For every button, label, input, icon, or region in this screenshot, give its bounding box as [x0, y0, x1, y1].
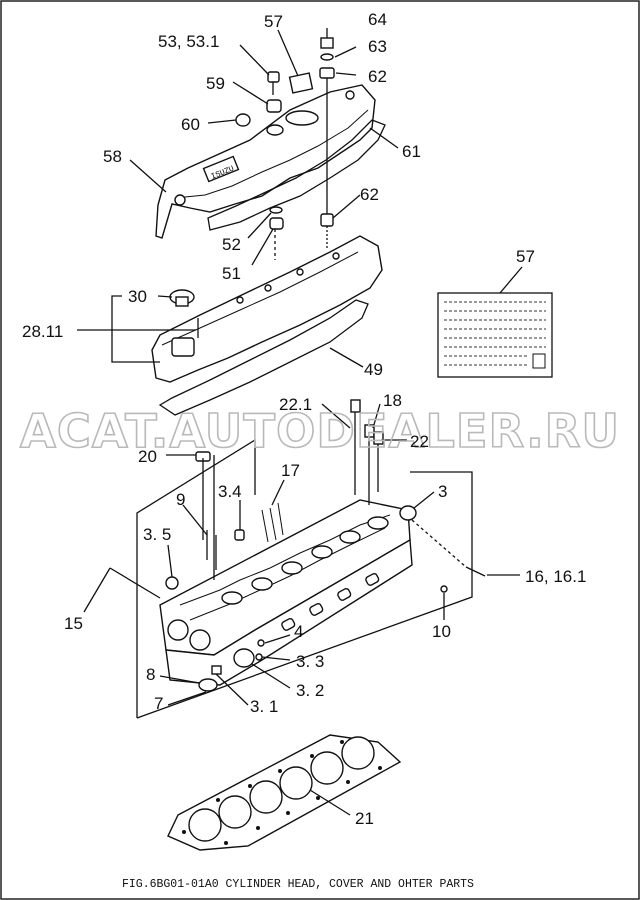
stud-16 [465, 566, 486, 577]
stud-15 [109, 567, 161, 599]
callout-61: 61 [402, 142, 421, 161]
callout-51: 51 [222, 264, 241, 283]
callout-64: 64 [368, 10, 387, 29]
cylinder-head [136, 438, 473, 719]
plug-3-4 [234, 529, 245, 541]
cup-8 [198, 678, 218, 692]
callout-3: 3 [438, 482, 447, 501]
plug-4 [257, 639, 265, 647]
callout-20: 20 [138, 447, 157, 466]
callout-57-card: 57 [516, 247, 535, 266]
callout-17: 17 [281, 461, 300, 480]
cover-gasket [207, 119, 386, 231]
callout-62-mid: 62 [360, 185, 379, 204]
callout-57-top: 57 [264, 12, 283, 31]
plug-3-1 [211, 665, 222, 675]
head-gasket [167, 734, 402, 851]
plug-10 [440, 585, 448, 593]
callout-30: 30 [128, 287, 147, 306]
callout-21: 21 [355, 809, 374, 828]
leader-lines [77, 28, 523, 816]
callout-52: 52 [222, 235, 241, 254]
head-bolts [350, 399, 384, 505]
callout-59: 59 [206, 74, 225, 93]
nut-stack [319, 37, 335, 248]
washer-52 [269, 206, 283, 214]
callout-10: 10 [432, 622, 451, 641]
bolt-53 [267, 71, 280, 83]
callout-3-3: 3. 3 [296, 652, 324, 671]
callout-7: 7 [154, 694, 163, 713]
callout-3-2: 3. 2 [296, 681, 324, 700]
label-57-small [288, 72, 314, 94]
grommet-59 [266, 99, 282, 113]
callout-3-1: 3. 1 [250, 697, 278, 716]
figure-caption: FIG.6BG01-01A0 CYLINDER HEAD, COVER AND … [122, 878, 474, 891]
rocker-cover: ISUZU [155, 84, 376, 239]
callout-3-4: 3.4 [218, 482, 242, 501]
seal-60 [235, 113, 251, 127]
callout-4: 4 [294, 622, 303, 641]
callout-3-5: 3. 5 [143, 525, 171, 544]
plug-3 [399, 505, 417, 521]
callout-28-11: 28.11 [22, 322, 63, 341]
callout-22-1: 22.1 [279, 395, 312, 414]
callout-18: 18 [383, 391, 402, 410]
caution-label-card [437, 292, 553, 378]
callout-8: 8 [146, 665, 155, 684]
callout-labels: 64 57 53, 53.1 63 62 59 60 61 58 62 52 5… [22, 10, 586, 828]
head-cover [151, 235, 383, 383]
oil-cap-30 [169, 289, 195, 307]
callout-15: 15 [64, 614, 83, 633]
spring-17 [261, 502, 284, 543]
callout-63: 63 [368, 37, 387, 56]
callout-60: 60 [181, 115, 200, 134]
watermark: ACAT.AUTODEALER.RU [20, 404, 620, 458]
plug-3-2 [233, 648, 255, 668]
callout-53: 53, 53.1 [158, 32, 219, 51]
callout-49: 49 [364, 360, 383, 379]
callout-9: 9 [176, 490, 185, 509]
head-cover-gasket [158, 299, 369, 416]
plug-3-5 [165, 576, 179, 590]
grommet-51 [269, 217, 284, 230]
callout-58: 58 [103, 147, 122, 166]
callout-62-top: 62 [368, 67, 387, 86]
callout-16: 16, 16.1 [525, 567, 586, 586]
callout-22: 22 [410, 432, 429, 451]
plug-3-3 [255, 653, 263, 661]
